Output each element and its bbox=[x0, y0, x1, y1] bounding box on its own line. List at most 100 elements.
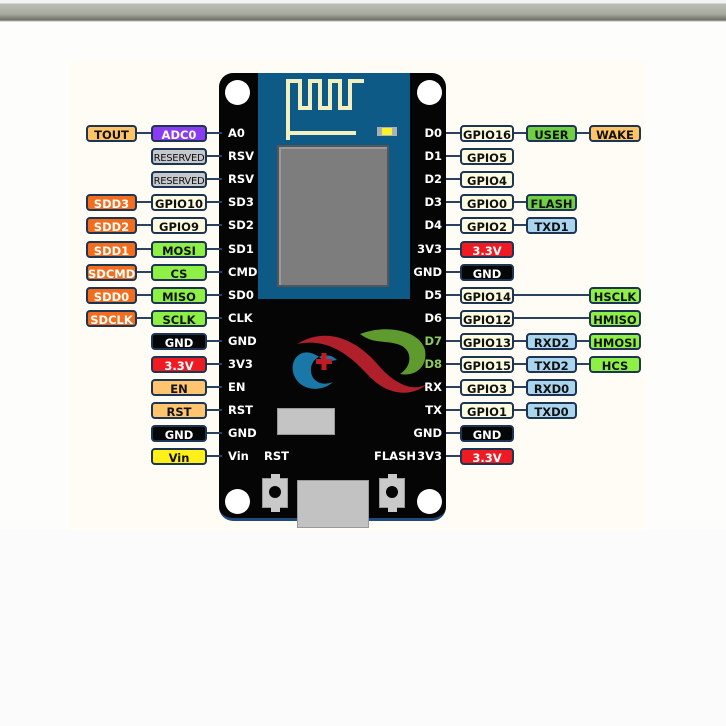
connector-line bbox=[446, 271, 460, 273]
connector-line bbox=[514, 132, 526, 134]
header-pin-label: D2 bbox=[424, 172, 442, 186]
connector-line bbox=[446, 455, 460, 457]
header-pin-label: D5 bbox=[424, 288, 442, 302]
connector-line bbox=[577, 363, 589, 365]
logo-icon bbox=[292, 329, 430, 393]
connector-line bbox=[446, 340, 460, 342]
pin-label-uart: TXD1 bbox=[526, 217, 577, 234]
connector-line bbox=[137, 317, 151, 319]
pin-label-spi: MOSI bbox=[151, 241, 207, 258]
pin-label-uart: TXD0 bbox=[526, 402, 577, 419]
connector-line bbox=[514, 409, 526, 411]
connector-line bbox=[514, 363, 526, 365]
connector-line bbox=[207, 178, 222, 180]
pin-label-user: FLASH bbox=[526, 194, 577, 211]
flash-button[interactable] bbox=[379, 474, 405, 512]
pin-label-orange: RST bbox=[151, 402, 207, 419]
pin-label-v33: 3.3V bbox=[151, 356, 207, 373]
pin-label-hspi: HSCLK bbox=[589, 287, 641, 304]
connector-line bbox=[577, 340, 589, 342]
pin-label-sd: SDD3 bbox=[86, 194, 137, 211]
pin-label-uart: RXD0 bbox=[526, 379, 577, 396]
rst-button[interactable] bbox=[262, 474, 288, 512]
header-pin-label: D6 bbox=[424, 311, 442, 325]
window-top-strip bbox=[0, 0, 726, 22]
connector-line bbox=[207, 248, 222, 250]
pin-label-uart: TXD2 bbox=[526, 356, 577, 373]
connector-line bbox=[207, 271, 222, 273]
connector-line bbox=[446, 248, 460, 250]
pin-label-gpio: GPIO1 bbox=[460, 402, 514, 419]
mount-hole-icon bbox=[417, 489, 442, 514]
header-pin-label: TX bbox=[425, 403, 442, 417]
pin-label-gpio: GPIO5 bbox=[460, 148, 514, 165]
header-pin-label: SD3 bbox=[228, 195, 254, 209]
connector-line bbox=[446, 178, 460, 180]
pin-label-gpio: GPIO13 bbox=[460, 333, 514, 350]
header-pin-label: SD2 bbox=[228, 218, 254, 232]
pin-label-res: RESERVED bbox=[151, 148, 207, 165]
rst-button-label: RST bbox=[264, 449, 289, 463]
pin-label-tout: WAKE bbox=[589, 125, 641, 142]
header-pin-label: SD1 bbox=[228, 242, 254, 256]
flash-button-label: FLASH bbox=[374, 449, 416, 463]
connector-line bbox=[207, 432, 222, 434]
connector-line bbox=[207, 409, 222, 411]
connector-line bbox=[207, 317, 222, 319]
connector-line bbox=[207, 340, 222, 342]
header-pin-label: RSV bbox=[228, 172, 255, 186]
connector-line bbox=[207, 386, 222, 388]
pin-label-gpio: GPIO4 bbox=[460, 171, 514, 188]
connector-line bbox=[446, 132, 460, 134]
header-pin-label: RSV bbox=[228, 149, 255, 163]
connector-line bbox=[137, 248, 151, 250]
pin-label-sd: SDCLK bbox=[86, 310, 137, 327]
pin-label-v33: 3.3V bbox=[460, 448, 514, 465]
header-pin-label: SD0 bbox=[228, 288, 254, 302]
pin-label-gpio: GPIO15 bbox=[460, 356, 514, 373]
pin-label-gpio: GPIO14 bbox=[460, 287, 514, 304]
header-pin-label: D8 bbox=[424, 357, 442, 371]
header-pin-label: D0 bbox=[424, 126, 442, 140]
status-led-icon bbox=[377, 127, 397, 136]
pin-label-hspi: HCS bbox=[589, 356, 641, 373]
pin-label-spi: MISO bbox=[151, 287, 207, 304]
pin-label-gnd: GND bbox=[460, 425, 514, 442]
connector-line bbox=[207, 294, 222, 296]
pin-label-gpio: GPIO10 bbox=[151, 194, 207, 211]
connector-line bbox=[137, 294, 151, 296]
connector-line bbox=[137, 271, 151, 273]
header-pin-label: Vin bbox=[228, 449, 249, 463]
pin-label-uart: RXD2 bbox=[526, 333, 577, 350]
connector-line bbox=[137, 201, 151, 203]
connector-line bbox=[514, 340, 526, 342]
connector-line bbox=[207, 224, 222, 226]
header-pin-label: GND bbox=[413, 265, 442, 279]
header-pin-label: 3V3 bbox=[417, 242, 442, 256]
pin-label-hspi: HMOSI bbox=[589, 333, 641, 350]
header-pin-label: A0 bbox=[228, 126, 245, 140]
pin-label-gpio: GPIO12 bbox=[460, 310, 514, 327]
pin-label-user: USER bbox=[526, 125, 577, 142]
header-pin-label: 3V3 bbox=[417, 449, 442, 463]
pin-label-gpio: GPIO0 bbox=[460, 194, 514, 211]
connector-line bbox=[446, 224, 460, 226]
connector-line bbox=[446, 409, 460, 411]
header-pin-label: D7 bbox=[424, 334, 442, 348]
mount-hole-icon bbox=[225, 80, 250, 105]
pin-label-gnd: GND bbox=[151, 425, 207, 442]
header-pin-label: 3V3 bbox=[228, 357, 253, 371]
connector-line bbox=[207, 201, 222, 203]
connector-line bbox=[137, 224, 151, 226]
connector-line bbox=[207, 455, 222, 457]
pin-label-spi: CS bbox=[151, 264, 207, 281]
pin-label-res: RESERVED bbox=[151, 171, 207, 188]
pin-label-sd: SDD0 bbox=[86, 287, 137, 304]
ldo-chip bbox=[277, 408, 335, 435]
page-background bbox=[0, 530, 726, 726]
connector-line bbox=[446, 432, 460, 434]
header-pin-label: D1 bbox=[424, 149, 442, 163]
header-pin-label: CLK bbox=[228, 311, 253, 325]
pin-label-sd: SDD1 bbox=[86, 241, 137, 258]
rf-shield bbox=[277, 145, 389, 287]
